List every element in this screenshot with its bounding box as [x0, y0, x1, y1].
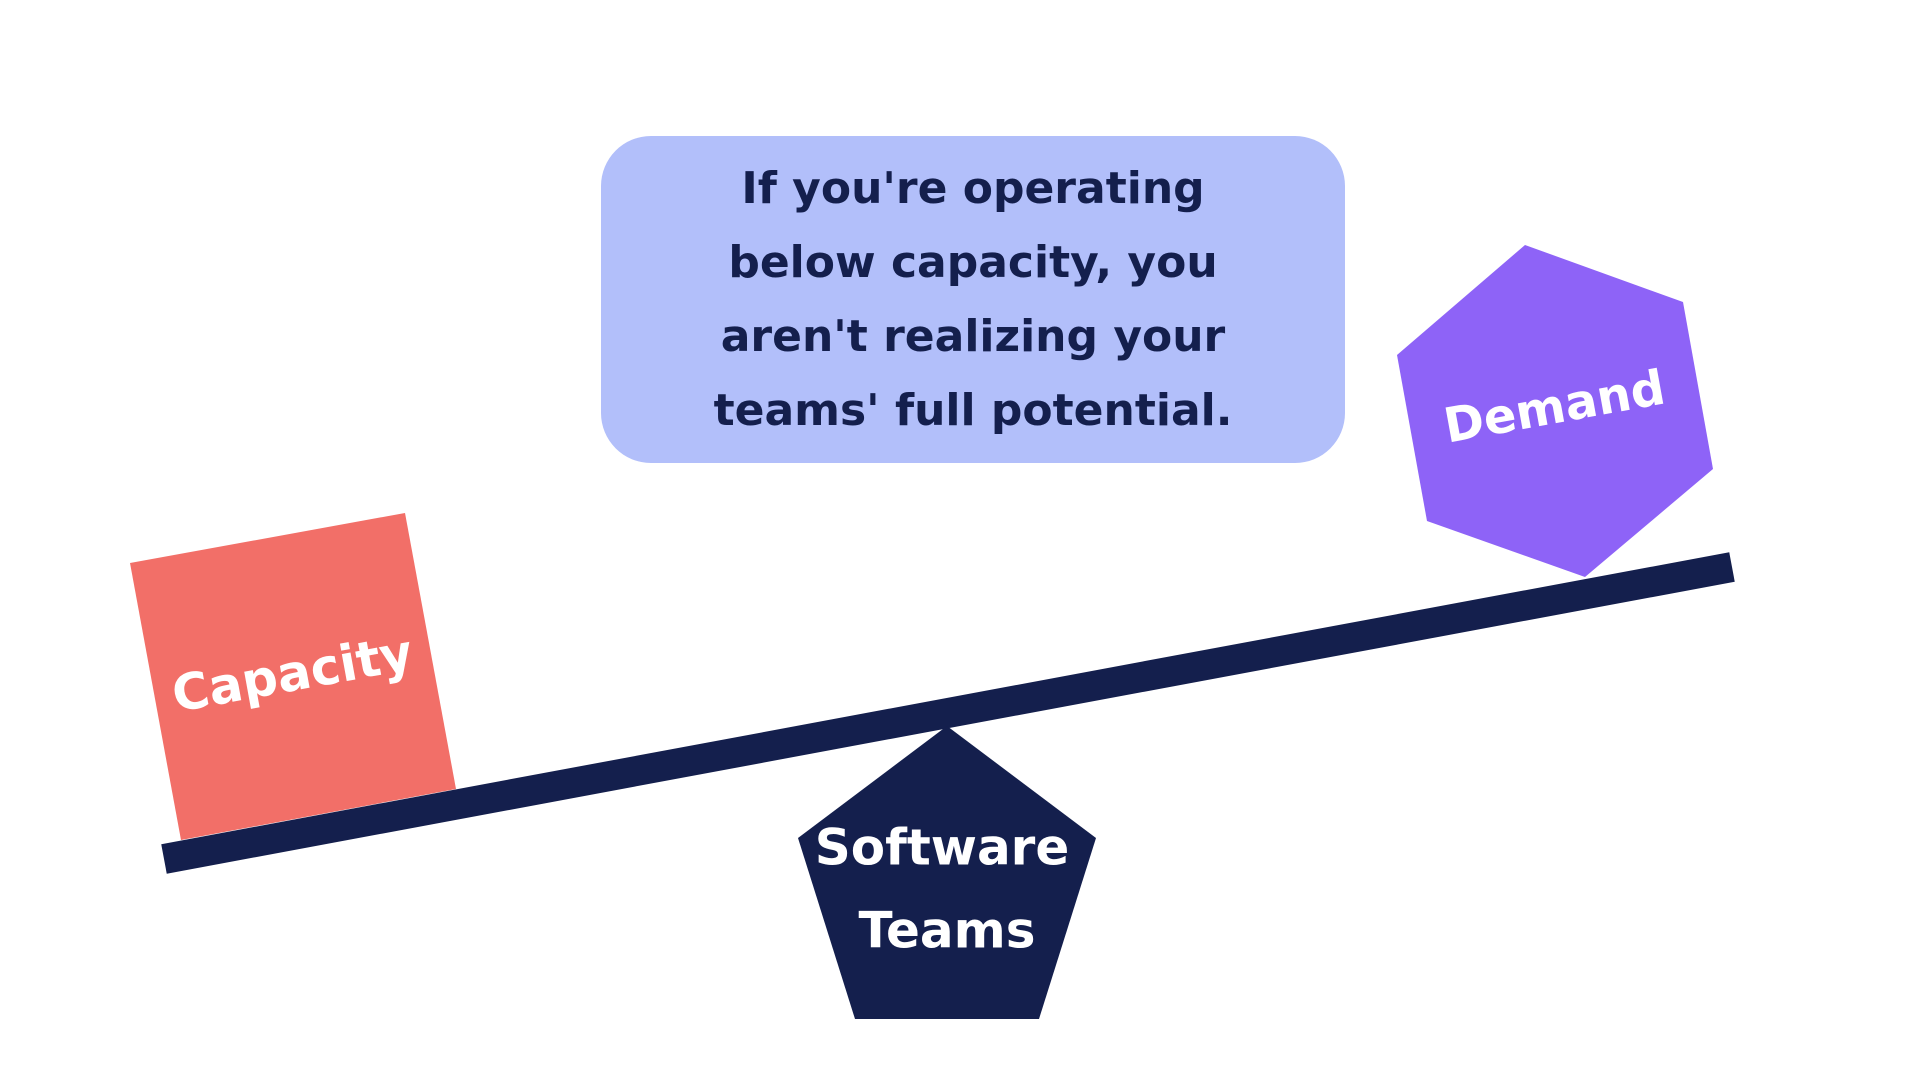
callout-box: If you're operating below capacity, you …	[601, 136, 1345, 463]
fulcrum-label-line1: Software	[815, 819, 1070, 877]
fulcrum-pentagon-shape	[798, 726, 1096, 1019]
demand-block: Demand	[1397, 245, 1713, 577]
callout-text: If you're operating below capacity, you …	[713, 162, 1233, 436]
fulcrum-label-line2: Teams	[859, 902, 1036, 960]
fulcrum-block: Software Teams	[798, 726, 1096, 1019]
capacity-square-shape	[130, 513, 456, 840]
seesaw-beam	[161, 552, 1735, 874]
capacity-block: Capacity	[130, 513, 456, 840]
demand-hexagon-shape	[1397, 245, 1713, 577]
